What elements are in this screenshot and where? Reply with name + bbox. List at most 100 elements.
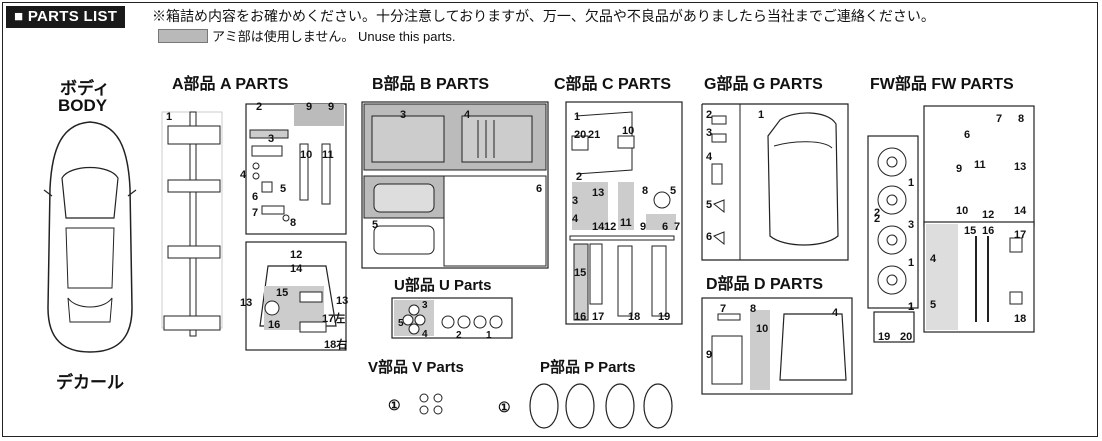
fw-parts-label-20: 4 [930, 253, 937, 265]
c-parts-label-10: 11 [620, 217, 632, 229]
c-parts-label-2: 20 [574, 129, 586, 141]
c-parts-label-5: 2 [576, 171, 582, 183]
fw-parts-label-5: 2 [874, 213, 880, 225]
a-parts-label-16: 15 [276, 287, 288, 299]
d-parts-title: D部品 D PARTS [706, 276, 824, 293]
u-parts-label-5: 1 [486, 330, 492, 341]
fw-parts-label-15: 12 [982, 209, 994, 221]
a-parts-label-18: 16 [268, 319, 280, 331]
c-parts-label-20: 18 [628, 311, 640, 323]
c-parts-label-21: 19 [658, 311, 670, 323]
g-parts-title: G部品 G PARTS [704, 76, 823, 93]
a-parts-label-3: 3 [268, 133, 274, 145]
fw-parts-label-4: 1 [908, 257, 914, 269]
unuse-swatch [158, 29, 208, 43]
fw-parts-label-13: 13 [1014, 161, 1026, 173]
c-parts-label-6: 13 [592, 187, 604, 199]
parts-list-badge: ■ PARTS LIST [6, 6, 126, 28]
b-parts-title: B部品 B PARTS [372, 76, 490, 93]
fw-parts-label-7: 1 [908, 301, 914, 313]
fw-parts-title: FW部品 FW PARTS [870, 76, 1014, 93]
a-parts-label-7: 5 [280, 183, 286, 195]
fw-parts-label-18: 16 [982, 225, 994, 237]
v-parts-title: V部品 V Parts [368, 359, 464, 376]
c-parts-label-8: 5 [670, 185, 676, 197]
c-parts-label-7: 8 [642, 185, 648, 197]
a-parts-label-12: 8 [290, 217, 296, 229]
a-parts-label-14: 14 [290, 263, 303, 275]
d-parts-label-3: 10 [756, 323, 768, 335]
c-parts-label-15: 14 [592, 221, 605, 233]
p-parts-title: P部品 P Parts [540, 359, 636, 376]
fw-parts-label-22: 18 [1014, 313, 1026, 325]
a-parts-label-19: 17左 [322, 311, 345, 325]
a-parts-title: A部品 A PARTS [172, 76, 289, 93]
fw-parts-label-16: 14 [1014, 205, 1027, 217]
a-parts-label-11: 7 [252, 207, 258, 219]
c-parts-label-17: 15 [574, 267, 586, 279]
g-parts-label-2: 3 [706, 127, 712, 139]
fw-parts-label-2: 2 [874, 207, 880, 219]
fw-parts-label-8: 6 [964, 129, 970, 141]
fw-parts-label-19: 17 [1014, 229, 1026, 241]
p-parts-label-1: ① [498, 399, 511, 415]
body-title-jp: ボディ [60, 79, 110, 98]
fw-parts-label-9: 7 [996, 113, 1002, 125]
u-parts-label-3: 4 [422, 329, 428, 340]
c-parts-title: C部品 C PARTS [554, 76, 672, 93]
b-parts-label-3: 6 [536, 183, 542, 195]
a-parts-label-2: 2 [256, 101, 262, 113]
d-parts-label-5: 4 [832, 307, 839, 319]
a-parts-label-5: 9 [328, 101, 334, 113]
d-parts-label-4: 9 [706, 349, 712, 361]
u-parts-label-4: 2 [456, 330, 462, 341]
c-parts-label-16: 12 [604, 221, 616, 233]
a-parts-label-17: 13 [336, 295, 348, 307]
u-parts-label-2: 5 [398, 318, 404, 329]
u-parts-label-1: 3 [422, 300, 428, 311]
a-parts-label-9: 11 [322, 149, 334, 161]
d-parts-sheet: 7 810 9 4 [701, 297, 853, 395]
contents-notice: ※箱詰め内容をお確かめください。十分注意しておりますが、万一、欠品や不良品があり… [152, 8, 935, 24]
unuse-note: アミ部は使用しません。 Unuse this parts. [212, 29, 456, 44]
c-parts-label-13: 6 [662, 221, 668, 233]
a-parts-label-4: 9 [306, 101, 312, 113]
c-parts-label-1: 1 [574, 111, 580, 123]
fw-parts-label-24: 20 [900, 331, 912, 343]
fw-parts-label-6: 1 [908, 301, 914, 313]
a-parts-label-20: 18右 [324, 337, 347, 351]
fw-parts-label-1: 1 [908, 177, 914, 189]
b-parts-label-4: 5 [372, 219, 378, 231]
g-parts-label-3: 4 [706, 151, 713, 163]
fw-parts-label-10: 8 [1018, 113, 1024, 125]
decal-title: デカール [56, 373, 124, 392]
fw-parts-label-3: 3 [908, 219, 914, 231]
d-parts-label-1: 7 [720, 303, 726, 315]
c-parts-label-14: 4 [572, 213, 579, 225]
v-parts-label-1: ① [388, 397, 401, 413]
c-parts-label-19: 17 [592, 311, 604, 323]
u-parts-title: U部品 U Parts [394, 277, 492, 294]
p-parts-sheet: ① [498, 383, 673, 429]
fw-parts-label-17: 15 [964, 225, 976, 237]
c-parts-label-12: 7 [674, 221, 680, 233]
d-parts-label-2: 8 [750, 303, 756, 315]
b-parts-label-2: 4 [464, 109, 471, 121]
c-parts-label-18: 16 [574, 311, 586, 323]
a-parts-label-10: 6 [252, 191, 258, 203]
g-parts-label-6: 6 [706, 231, 712, 243]
a-parts-label-6: 4 [240, 169, 247, 181]
fw-parts-label-12: 11 [974, 159, 986, 171]
a-parts-label-8: 10 [300, 149, 312, 161]
c-parts-label-4: 10 [622, 125, 634, 137]
c-parts-label-11: 9 [640, 221, 646, 233]
g-parts-label-1: 2 [706, 109, 712, 121]
u-parts-sheet: 3 5 4 2 1 [391, 297, 513, 341]
body-illustration [43, 121, 137, 353]
fw-parts-label-23: 19 [878, 331, 890, 343]
